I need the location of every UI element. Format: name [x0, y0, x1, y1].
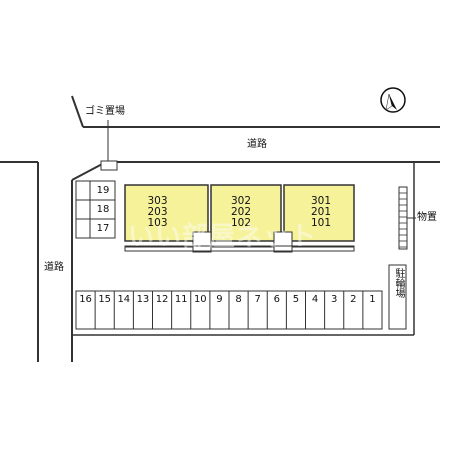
parking-space-15: 15: [98, 294, 112, 305]
parking-space-8: 8: [235, 294, 242, 305]
parking-space-19: 19: [96, 185, 110, 196]
parking-space-12: 12: [155, 294, 169, 305]
parking-space-13: 13: [136, 294, 150, 305]
storage-label: 物置: [417, 212, 437, 223]
building-3: 301 201 101: [284, 196, 358, 229]
parking-space-11: 11: [174, 294, 188, 305]
parking-space-9: 9: [216, 294, 223, 305]
parking-space-1: 1: [369, 294, 376, 305]
storage-strip: [398, 186, 408, 250]
parking-space-10: 10: [193, 294, 207, 305]
parking-space-5: 5: [292, 294, 300, 305]
garbage-area-box: [100, 160, 118, 171]
room-103: 103: [147, 217, 168, 229]
bike-parking-box: [388, 264, 407, 330]
north-arrow-icon: [380, 87, 406, 113]
building-notch-2: [273, 231, 293, 253]
road-top-lower-edge: [71, 161, 107, 181]
building-base-strip: [124, 245, 355, 252]
building-2: 302 202 102: [211, 196, 271, 229]
room-302: 302: [230, 195, 252, 207]
parking-space-18: 18: [96, 204, 110, 215]
room-203: 203: [147, 206, 168, 218]
room-102: 102: [230, 217, 252, 229]
parking-space-3: 3: [331, 294, 338, 305]
building-2-shape: [210, 184, 282, 242]
building-notch-1: [192, 231, 212, 253]
storage-ticks: [399, 192, 407, 248]
watermark: いい部屋ネット: [128, 222, 318, 252]
parking-space-6: 6: [273, 294, 280, 305]
building-3-shape: [283, 184, 355, 242]
garbage-area-label: ゴミ置場: [85, 106, 125, 117]
parking-space-7: 7: [254, 294, 261, 305]
bike-parking-label: 駐輪場: [393, 268, 404, 298]
room-301: 301: [310, 195, 332, 207]
room-202: 202: [230, 206, 252, 218]
parking-space-4: 4: [311, 294, 319, 305]
room-101: 101: [310, 217, 332, 229]
road-top-upper-edge: [71, 95, 84, 128]
road-top-label: 道路: [247, 139, 267, 150]
parking-space-17: 17: [96, 223, 110, 234]
parking-left-box: [75, 180, 116, 239]
parking-space-16: 16: [79, 294, 92, 305]
parking-bottom-dividers: [94, 291, 364, 329]
building-1: 303 203 103: [125, 196, 190, 229]
parking-space-14: 14: [117, 294, 131, 305]
room-201: 201: [310, 206, 332, 218]
room-303: 303: [147, 195, 168, 207]
road-left-label: 道路: [44, 262, 64, 273]
parking-space-2: 2: [350, 294, 357, 305]
